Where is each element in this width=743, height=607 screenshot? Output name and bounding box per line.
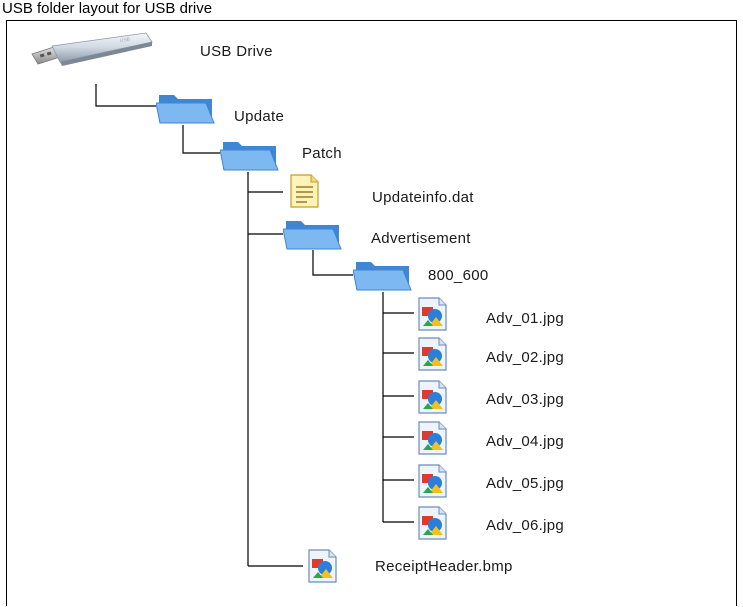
image-file-icon bbox=[418, 380, 447, 414]
image-file-label: Adv_04.jpg bbox=[486, 433, 565, 450]
update-folder-label: Update bbox=[234, 108, 285, 125]
updateinfo-file-label: Updateinfo.dat bbox=[372, 189, 474, 206]
patch-folder-label: Patch bbox=[302, 145, 342, 162]
image-file-label: Adv_01.jpg bbox=[486, 310, 565, 327]
folder-icon bbox=[156, 95, 215, 124]
image-file-label: Adv_03.jpg bbox=[486, 391, 565, 408]
usb-drive-icon: USB bbox=[31, 32, 153, 66]
text-file-icon bbox=[290, 174, 319, 208]
folder-icon bbox=[353, 262, 412, 291]
image-file-icon bbox=[418, 506, 447, 540]
image-file-icon bbox=[418, 337, 447, 371]
advertisement-folder-label: Advertisement bbox=[371, 230, 471, 247]
page-caption: USB folder layout for USB drive bbox=[2, 0, 213, 17]
receipt-header-file-label: ReceiptHeader.bmp bbox=[375, 558, 513, 575]
folder-icon bbox=[220, 142, 279, 171]
image-file-label: Adv_06.jpg bbox=[486, 517, 565, 534]
image-file-icon bbox=[308, 549, 337, 583]
image-file-icon bbox=[418, 464, 447, 498]
image-file-label: Adv_05.jpg bbox=[486, 475, 565, 492]
diagram-frame bbox=[6, 20, 737, 606]
image-file-icon bbox=[418, 297, 447, 331]
folder-icon bbox=[283, 221, 342, 250]
resolution-folder-label: 800_600 bbox=[428, 267, 489, 284]
image-file-icon bbox=[418, 421, 447, 455]
image-file-label: Adv_02.jpg bbox=[486, 349, 565, 366]
usb-drive-label: USB Drive bbox=[200, 43, 273, 60]
svg-text:USB: USB bbox=[119, 37, 131, 44]
